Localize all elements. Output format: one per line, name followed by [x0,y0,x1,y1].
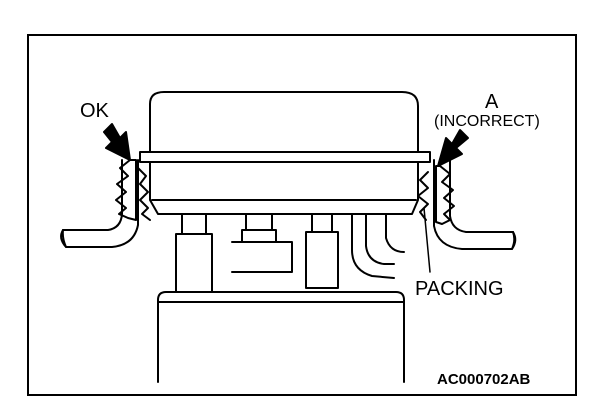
incorrect-label: (INCORRECT) [434,113,540,130]
pump-body [157,291,405,383]
right-packing-inner [417,171,429,221]
cover-rim [139,151,431,163]
left-packing [115,159,137,221]
flange-body [149,161,419,215]
incorrect-arrow-icon [437,129,469,167]
left-packing-inner [137,167,151,221]
a-label: A [485,91,499,113]
packing-label: PACKING [415,278,504,300]
ok-label: OK [80,100,109,122]
packing-leader-line [423,207,431,273]
right-packing [435,165,455,225]
ok-arrow-icon [103,123,131,161]
left-tank-panel [60,159,139,248]
right-tank-panel [433,159,517,250]
figure-code: AC000702AB [437,371,531,388]
pump-pipes [175,213,405,293]
pump-cover [149,91,419,153]
